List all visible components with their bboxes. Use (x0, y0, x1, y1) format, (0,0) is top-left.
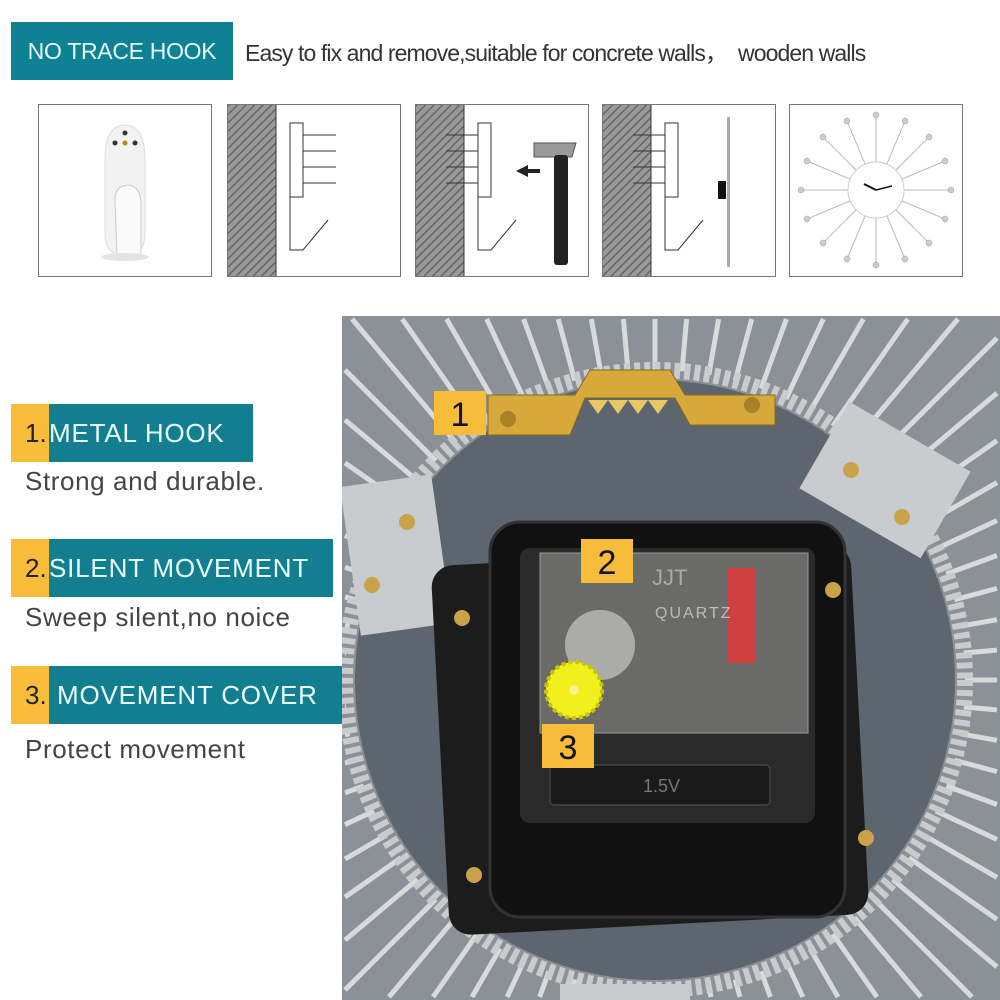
feature-description: Sweep silent,no noice (25, 602, 291, 632)
clock-spoke (945, 553, 998, 577)
feature-label-metal-hook: 1. METAL HOOK (11, 404, 253, 462)
clock-spoke (484, 317, 527, 401)
clock-spoke (945, 783, 998, 807)
clock-spoke (344, 731, 351, 738)
movement-brand: JJT (652, 565, 687, 590)
clock-spoke (343, 368, 438, 463)
step-panel-hammer (415, 104, 589, 277)
clock-spoke (387, 915, 458, 999)
hang-clock-icon (603, 105, 730, 276)
banner-description: Easy to fix and remove,suitable for conc… (245, 40, 866, 66)
no-trace-hook-banner: NO TRACE HOOK (11, 22, 233, 80)
marker-3: 3 (559, 729, 578, 767)
clock-spoke (852, 915, 923, 999)
clock-spoke (934, 808, 999, 842)
feature-description: Protect movement (25, 734, 246, 764)
clock-spoke (343, 855, 403, 900)
feature-title: SILENT MOVEMENT (49, 539, 333, 597)
feature-description: Strong and durable. (25, 466, 265, 496)
clock-spoke (343, 877, 420, 943)
feature-number: 3. (11, 666, 49, 724)
clock-spoke (963, 647, 998, 656)
clock-spoke (807, 317, 866, 413)
clock-spoke (521, 318, 552, 390)
clock-spoke (807, 947, 841, 999)
movement-label: QUARTZ (655, 605, 732, 622)
clock-spoke (679, 318, 690, 372)
marker-1: 1 (451, 396, 470, 434)
clock-spoke (907, 855, 999, 922)
clock-spoke (922, 832, 999, 880)
clock-spoke (430, 932, 480, 999)
battery-label: 1.5V (643, 776, 680, 796)
marker-2: 2 (598, 544, 617, 582)
clock-spoke (758, 318, 789, 390)
clock-spoke (343, 808, 376, 827)
clock-spoke (588, 318, 604, 376)
clock-spoke (343, 897, 438, 992)
clock-spoke (344, 622, 351, 629)
clock-spoke (343, 417, 420, 483)
clock-spoke (872, 897, 974, 999)
clock-spoke (890, 877, 999, 969)
hook-on-wall-icon (228, 105, 336, 276)
clock-spoke (963, 704, 998, 713)
clock-spoke (469, 947, 503, 999)
step-panel-clock (789, 104, 963, 277)
clock-spoke (758, 970, 773, 998)
clock-spoke (620, 318, 631, 372)
clock-spoke (783, 317, 826, 401)
plastic-hook-icon (101, 124, 149, 261)
clock-spoke (830, 317, 910, 428)
clock-spoke (934, 518, 999, 552)
feature-title: MOVEMENT COVER (49, 666, 345, 724)
clock-spoke (555, 318, 578, 382)
feature-number: 1. (11, 404, 49, 462)
feature-title: METAL HOOK (49, 404, 253, 462)
feature-label-movement-cover: 3. MOVEMENT COVER (11, 666, 345, 724)
clock-spoke (830, 932, 880, 999)
step-panel-hook (38, 104, 212, 277)
feature-number: 2. (11, 539, 49, 597)
feature-label-silent-movement: 2. SILENT MOVEMENT (11, 539, 333, 597)
step-panel-wall (227, 104, 401, 277)
clock-spoke (706, 318, 722, 376)
clock-spoke (732, 318, 755, 382)
clock-back-photo: QUARTZ JJT 1.5V 1 2 3 (342, 316, 1000, 1000)
hanging-clock-icon (797, 111, 955, 269)
hammer-into-wall-icon (416, 105, 577, 276)
step-panel-hang (602, 104, 776, 277)
